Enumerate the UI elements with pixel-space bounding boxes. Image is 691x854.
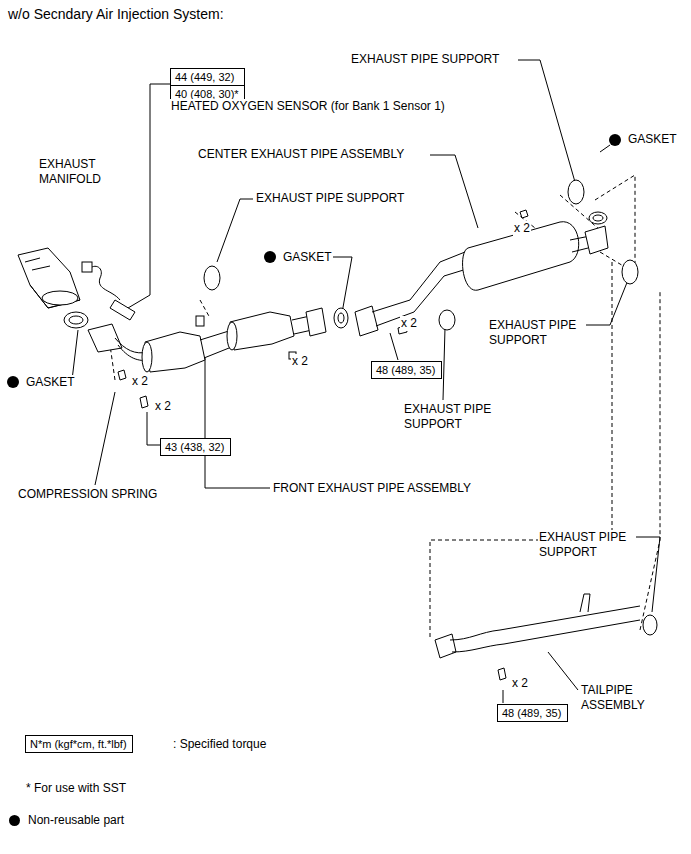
diagram-title: w/o Secndary Air Injection System: (8, 6, 224, 23)
part-label: GASKET (282, 250, 333, 265)
quantity-label: x 2 (513, 221, 531, 236)
quantity-label: x 2 (511, 676, 529, 691)
legend-note: : Specified torque (172, 737, 267, 752)
part-label: GASKET (627, 132, 678, 147)
torque-box: 43 (438, 32) (160, 438, 231, 456)
part-label: EXHAUST PIPE SUPPORT (403, 402, 501, 432)
part-label: EXHAUST PIPE SUPPORT (350, 52, 500, 67)
quantity-label: x 2 (131, 374, 149, 389)
quantity-label: x 2 (291, 354, 309, 369)
part-label: EXHAUST PIPE SUPPORT (255, 191, 405, 206)
part-label: CENTER EXHAUST PIPE ASSEMBLY (197, 147, 405, 162)
footnote: * For use with SST (25, 781, 127, 796)
part-label: EXHAUST MANIFOLD (38, 157, 120, 187)
legend-text: Non-reusable part (28, 813, 124, 828)
torque-box: 44 (449, 32)40 (408, 30)* (170, 68, 245, 103)
torque-value: 43 (438, 32) (161, 439, 230, 455)
torque-value: N*m (kgf*cm, ft.*lbf) (26, 736, 132, 752)
torque-value: 48 (489, 35) (372, 362, 441, 378)
part-label: HEATED OXYGEN SENSOR (for Bank 1 Sensor … (170, 99, 446, 114)
quantity-label: x 2 (400, 316, 418, 331)
legend-swatch (9, 815, 20, 826)
part-label: EXHAUST PIPE SUPPORT (488, 318, 586, 348)
part-label: COMPRESSION SPRING (17, 487, 158, 502)
torque-box: 48 (489, 35) (371, 361, 442, 379)
quantity-label: x 2 (154, 399, 172, 414)
torque-box: N*m (kgf*cm, ft.*lbf) (25, 735, 133, 753)
part-label: FRONT EXHAUST PIPE ASSEMBLY (272, 481, 472, 496)
torque-value: 48 (489, 35) (498, 705, 567, 721)
part-label: TAILPIPE ASSEMBLY (580, 683, 662, 713)
part-label: EXHAUST PIPE SUPPORT (538, 530, 636, 560)
torque-value: 44 (449, 32) (171, 69, 244, 85)
part-label: GASKET (25, 375, 76, 390)
torque-box: 48 (489, 35) (497, 704, 568, 722)
